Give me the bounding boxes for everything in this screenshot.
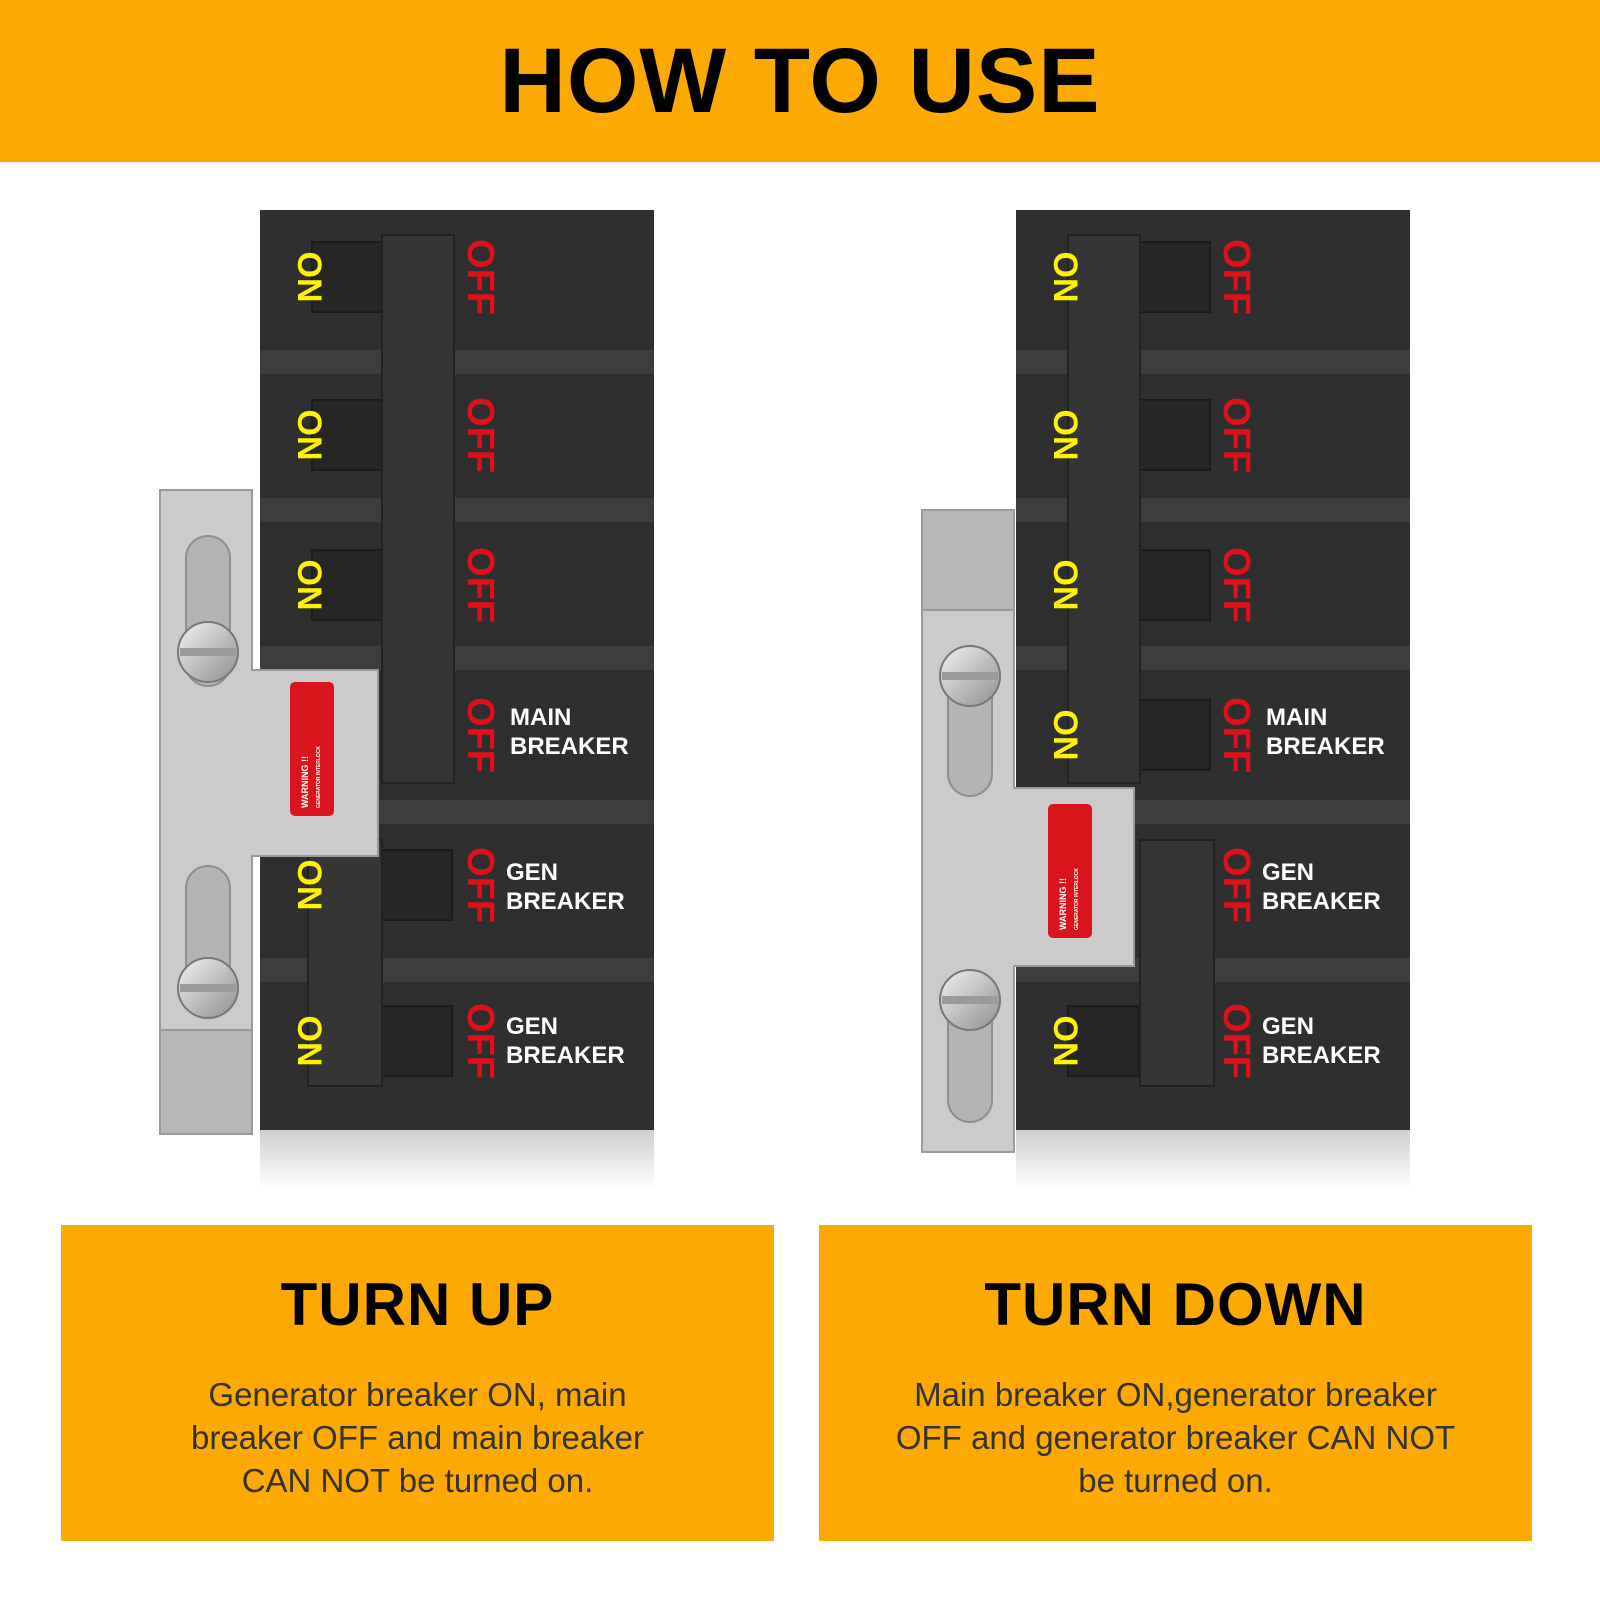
on-label: ON	[290, 560, 328, 611]
main-breaker-handle	[381, 234, 455, 784]
on-label: ON	[1046, 710, 1084, 761]
gen-breaker-label: GEN	[1262, 859, 1314, 886]
warning-label	[1048, 804, 1092, 938]
breaker-panel-turn-down: ON ON ON ON ON OFF OFF OFF OFF OFF OFF M…	[921, 210, 1410, 1190]
turn-down-description: Main breaker ON,generator breaker OFF an…	[895, 1376, 1456, 1499]
diagram-turn-up: ON ON ON ON ON OFF OFF OFF OFF OFF OFF M…	[80, 180, 840, 1220]
page-title: HOW TO USE	[499, 29, 1101, 132]
on-label: ON	[1046, 560, 1084, 611]
switch-window	[381, 1005, 453, 1077]
gen-breaker-label: GEN	[506, 1013, 558, 1040]
turn-up-description: Generator breaker ON, main breaker OFF a…	[190, 1376, 645, 1499]
on-label: ON	[1046, 252, 1084, 303]
off-label: OFF	[1215, 397, 1257, 473]
off-label: OFF	[459, 397, 501, 473]
plate-foot	[159, 1029, 253, 1135]
gen-breaker-label: BREAKER	[1262, 1042, 1381, 1069]
turn-up-title: TURN UP	[280, 1271, 555, 1338]
gen-breaker-handle	[307, 839, 383, 1087]
on-label: ON	[290, 1016, 328, 1067]
switch-window	[1139, 241, 1211, 313]
off-label: OFF	[1215, 239, 1257, 315]
on-label: ON	[1046, 1016, 1084, 1067]
row-divider	[260, 498, 654, 522]
off-label: OFF	[1215, 1003, 1257, 1079]
main-breaker-label: BREAKER	[1266, 733, 1385, 760]
switch-window	[1139, 399, 1211, 471]
on-label: ON	[290, 252, 328, 303]
switch-window	[311, 549, 383, 621]
panel-reflection	[260, 1130, 654, 1190]
switch-window	[1067, 1005, 1139, 1077]
gen-breaker-label: GEN	[506, 859, 558, 886]
on-label: ON	[290, 860, 328, 911]
gen-breaker-label: BREAKER	[506, 888, 625, 915]
switch-window	[1139, 699, 1211, 771]
off-label: OFF	[459, 547, 501, 623]
off-label: OFF	[1215, 697, 1257, 773]
warning-title: WARNING !!	[1058, 878, 1068, 930]
gen-breaker-label: GEN	[1262, 1013, 1314, 1040]
warning-label	[290, 682, 334, 816]
main-breaker-handle	[1067, 234, 1141, 784]
switch-window	[381, 849, 453, 921]
gen-breaker-label: BREAKER	[506, 1042, 625, 1069]
on-label: ON	[1046, 410, 1084, 461]
off-label: OFF	[459, 1003, 501, 1079]
warning-title: WARNING !!	[300, 756, 310, 808]
gen-breaker-handle	[1139, 839, 1215, 1087]
turn-down-card: TURN DOWN Main breaker ON,generator brea…	[819, 1225, 1532, 1541]
warning-sub: GENERATOR INTERLOCK	[1074, 868, 1080, 930]
off-label: OFF	[459, 697, 501, 773]
breaker-panel-turn-up: ON ON ON ON ON OFF OFF OFF OFF OFF OFF M…	[159, 210, 654, 1190]
off-label: OFF	[1215, 547, 1257, 623]
row-divider	[260, 646, 654, 670]
off-label: OFF	[459, 847, 501, 923]
switch-window	[1139, 549, 1211, 621]
turn-down-title: TURN DOWN	[984, 1271, 1367, 1338]
gen-breaker-label: BREAKER	[1262, 888, 1381, 915]
row-divider	[260, 350, 654, 374]
main-breaker-label: MAIN	[510, 704, 571, 731]
main-breaker-label: BREAKER	[510, 733, 629, 760]
diagram-turn-down: ON ON ON ON ON OFF OFF OFF OFF OFF OFF M…	[836, 180, 1596, 1220]
turn-up-card: TURN UP Generator breaker ON, main break…	[61, 1225, 774, 1541]
main-breaker-label: MAIN	[1266, 704, 1327, 731]
panel-reflection	[1016, 1130, 1410, 1190]
warning-sub: GENERATOR INTERLOCK	[316, 746, 322, 808]
on-label: ON	[290, 410, 328, 461]
off-label: OFF	[1215, 847, 1257, 923]
plate-cap	[921, 509, 1015, 615]
switch-window	[311, 399, 383, 471]
header-banner: HOW TO USE	[0, 0, 1600, 162]
off-label: OFF	[459, 239, 501, 315]
